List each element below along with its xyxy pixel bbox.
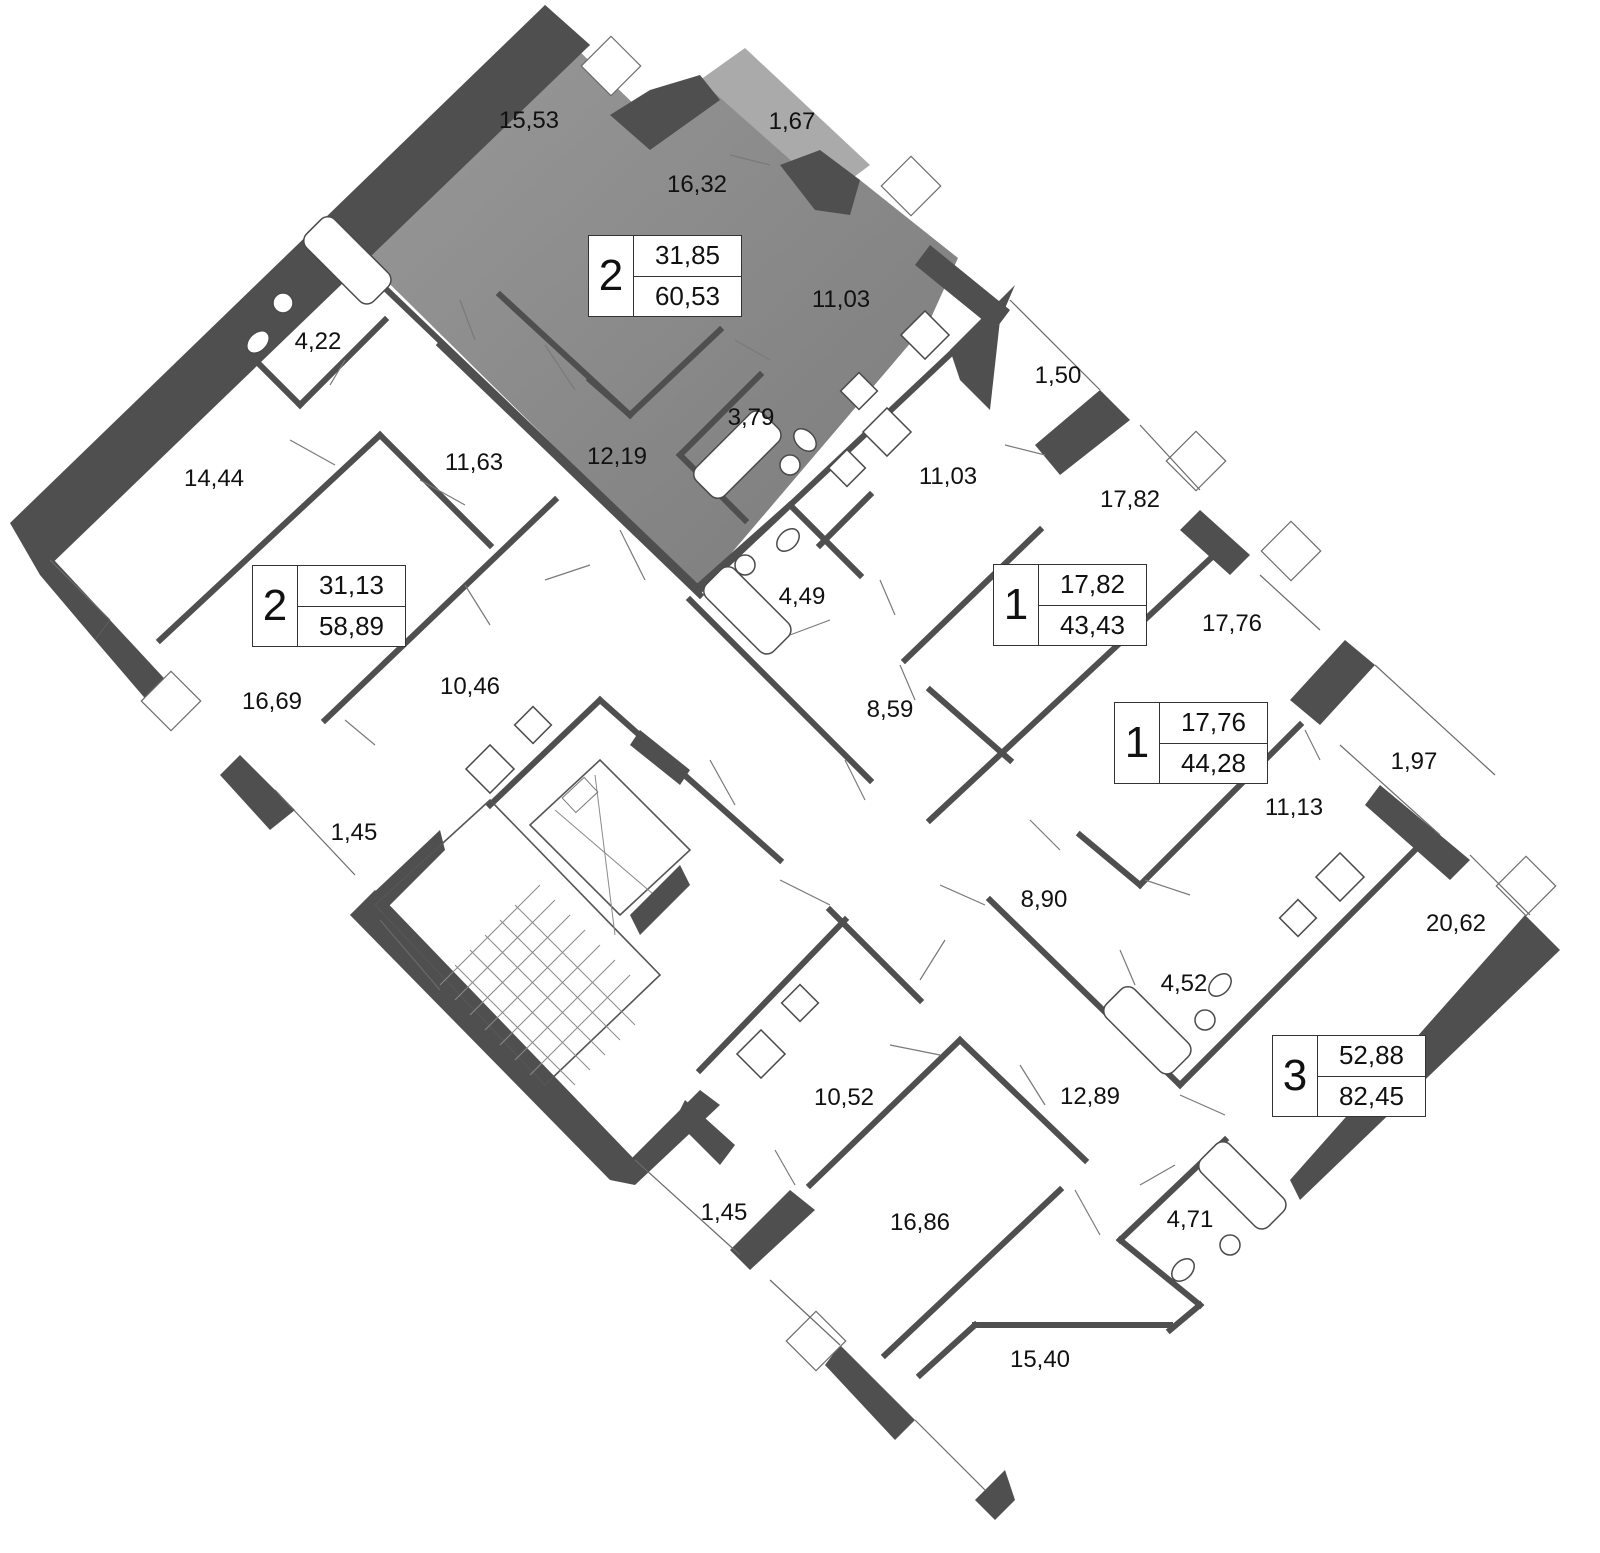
- apartment-room-count: 1: [994, 565, 1039, 645]
- kitchen-sink-icon: [513, 371, 1318, 1023]
- apartment-total-area: 58,89: [318, 610, 385, 641]
- room-area-label: 11,03: [811, 286, 871, 313]
- room-area-label: 8,90: [1020, 886, 1068, 913]
- elevator-icon: [554, 774, 661, 936]
- toilet-icon: [246, 330, 1232, 1282]
- room-area-label: 15,40: [1009, 1346, 1071, 1373]
- room-area-label: 16,32: [666, 171, 728, 198]
- room-area-label: 10,52: [813, 1084, 875, 1111]
- apartment-info-box[interactable]: 2 31,13 58,89: [252, 565, 406, 647]
- room-area-label: 1,45: [330, 819, 378, 846]
- room-area-label: 1,50: [1034, 362, 1082, 389]
- room-area-label: 16,69: [241, 688, 303, 715]
- apartment-total-area: 44,28: [1180, 747, 1247, 778]
- apartment-total-area: 60,53: [654, 280, 721, 311]
- apartment-room-count: 2: [253, 566, 298, 646]
- room-area-label: 4,71: [1166, 1206, 1214, 1233]
- room-area-label: 15,53: [498, 107, 560, 134]
- stair-core: [373, 730, 692, 1087]
- room-area-label: 4,52: [1160, 970, 1208, 997]
- stove-icon: [464, 309, 1366, 1080]
- room-area-label: 4,49: [778, 583, 826, 610]
- apartment-living-area: 31,13: [298, 566, 405, 607]
- room-area-label: 16,86: [889, 1209, 951, 1236]
- room-area-label: 17,82: [1099, 486, 1161, 513]
- apartment-living-area: 17,82: [1039, 565, 1146, 606]
- room-area-label: 11,63: [444, 449, 504, 476]
- apartment-info-box[interactable]: 2 31,85 60,53: [588, 235, 742, 317]
- apartment-total-area: 82,45: [1338, 1080, 1405, 1111]
- apartment-room-count: 3: [1273, 1036, 1318, 1116]
- apartment-room-count: 1: [1115, 703, 1160, 783]
- room-area-label: 1,97: [1390, 748, 1438, 775]
- room-area-label: 12,19: [586, 443, 648, 470]
- sink-icon: [272, 292, 1241, 1256]
- room-area-label: 12,89: [1059, 1083, 1121, 1110]
- apartment-info-box[interactable]: 1 17,76 44,28: [1114, 702, 1268, 784]
- bathtub-icon: [303, 216, 1287, 1230]
- room-area-label: 17,76: [1201, 610, 1263, 637]
- door-swing-icon: [289, 154, 1321, 1236]
- room-area-label: 14,44: [183, 465, 245, 492]
- room-area-label: 10,46: [439, 673, 501, 700]
- apartment-info-box[interactable]: 1 17,82 43,43: [993, 564, 1147, 646]
- room-area-label: 4,22: [294, 328, 342, 355]
- apartment-living-area: 31,85: [634, 236, 741, 277]
- room-area-label: 8,59: [866, 696, 914, 723]
- apartment-living-area: 52,88: [1318, 1036, 1425, 1077]
- apartment-info-box[interactable]: 3 52,88 82,45: [1272, 1035, 1426, 1117]
- apartment-living-area: 17,76: [1160, 703, 1267, 744]
- interior-walls: [155, 240, 1425, 1380]
- window-icon: [49, 35, 1557, 1491]
- stairs-icon: [439, 884, 636, 1086]
- room-area-label: 3,79: [727, 404, 775, 431]
- apartment-room-count: 2: [589, 236, 634, 316]
- room-area-label: 11,03: [918, 463, 978, 490]
- room-area-label: 20,62: [1425, 910, 1487, 937]
- apartment-total-area: 43,43: [1059, 609, 1126, 640]
- room-area-label: 1,45: [700, 1199, 748, 1226]
- room-area-label: 11,13: [1264, 794, 1324, 821]
- room-area-label: 1,67: [768, 108, 816, 135]
